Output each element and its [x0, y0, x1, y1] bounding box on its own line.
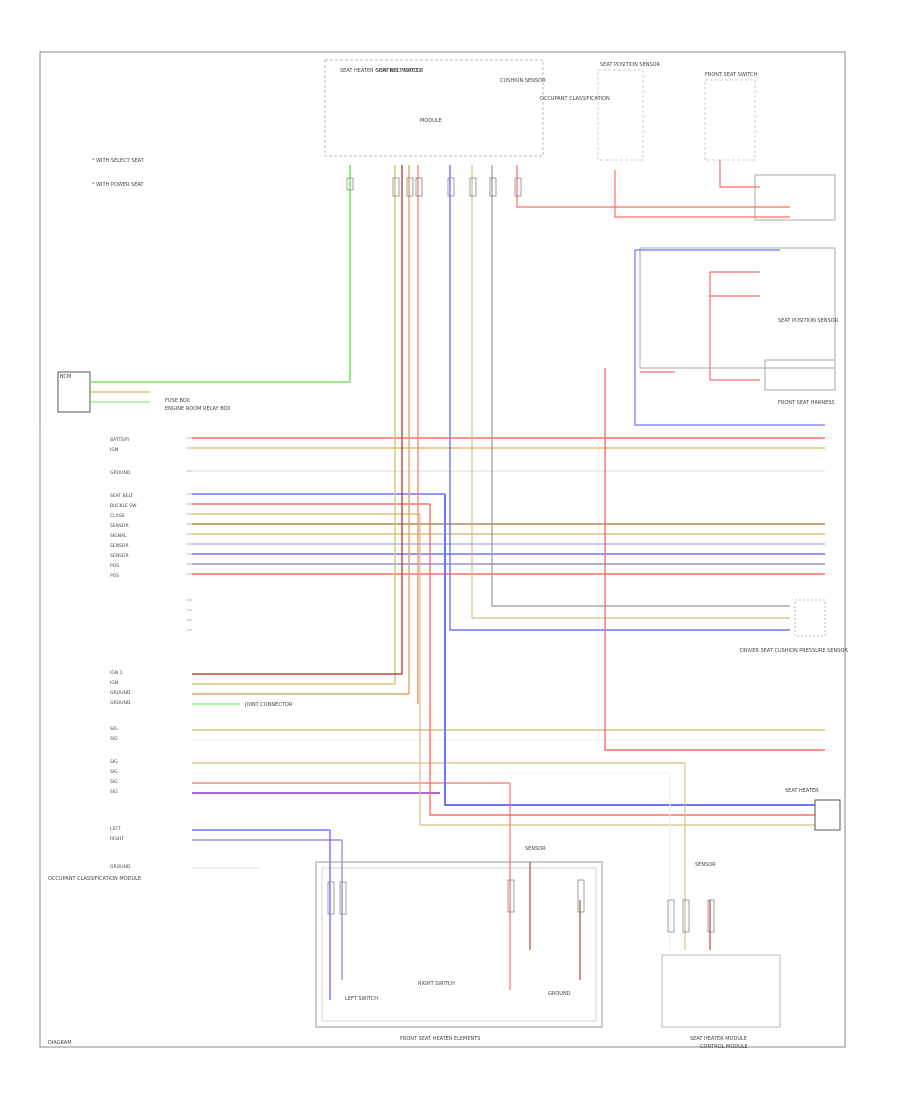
top-component-4: OCCUPANT CLASSIFICATION — [540, 96, 610, 102]
heater-elements-label: FRONT SEAT HEATER ELEMENTS — [400, 1036, 480, 1042]
fuse-box-label: FUSE BOX — [165, 398, 190, 404]
pin-label: SENSOR — [110, 523, 129, 529]
wire-red-top-1 — [516, 165, 790, 208]
pin-label: POS — [110, 563, 119, 569]
ground-label: GROUND — [548, 991, 571, 997]
pin-label: SIG — [110, 759, 118, 765]
main-module-label: OCCUPANT CLASSIFICATION MODULE — [48, 876, 141, 882]
wire-yellow-4 — [471, 165, 790, 619]
pin-label: IGN 1 — [110, 670, 123, 676]
pin-label: GROUND — [110, 700, 131, 706]
seat-position-label: SEAT POSITION SENSOR — [778, 318, 839, 324]
pin-label: IGN — [110, 680, 118, 686]
right-switch-label: RIGHT SWITCH — [418, 981, 455, 987]
top-right-box-1 — [597, 69, 644, 161]
pin-label: BATTERY — [110, 437, 130, 443]
wire-yellow-long — [419, 514, 815, 826]
connector-markers — [327, 177, 715, 933]
pin-label: CLASS — [110, 513, 125, 519]
control-module-label: CONTROL MODULE — [700, 1044, 748, 1050]
wire-blue-3 — [449, 165, 790, 631]
pressure-sensor-label: DRIVER SEAT CUSHION PRESSURE SENSOR — [740, 648, 848, 654]
wire-gray-1 — [491, 165, 790, 607]
left-sensor-label: SENSOR — [525, 846, 546, 852]
right-module-box — [814, 799, 841, 831]
wire-red-long — [429, 504, 815, 816]
pin-label: SENSOR — [110, 553, 129, 559]
top-component-5: SEAT POSITION SENSOR — [600, 62, 661, 68]
pin-label: SEAT BELT — [110, 493, 133, 499]
top-components-box — [324, 59, 544, 157]
note-2: * WITH POWER SEAT — [92, 182, 144, 188]
pin-label: SIG — [110, 736, 118, 742]
footer-code: DIAGRAM — [48, 1040, 72, 1046]
top-component-3: CUSHION SENSOR — [500, 78, 546, 84]
wire-red-top-3 — [719, 160, 760, 188]
bcm-label: BCM — [60, 374, 71, 380]
top-component-2: SEAT BELT SWITCH — [376, 68, 423, 74]
wire-red-relay-3 — [709, 272, 760, 381]
pin-label: SIG — [110, 779, 118, 785]
pin-label: GROUND — [110, 470, 131, 476]
heater-elements-box — [315, 861, 603, 1028]
right-module-label: SEAT HEATER — [785, 788, 819, 794]
heater-elements-inner — [321, 867, 597, 1022]
wire-green — [90, 165, 351, 383]
pin-label: GROUND — [110, 864, 131, 870]
seat-heater-module-label: SEAT HEATER MODULE — [690, 1036, 747, 1042]
relay-box-3 — [764, 359, 836, 391]
top-right-box-2 — [704, 79, 756, 161]
wire-red-top-2 — [614, 170, 790, 218]
top-component-1: SEAT HEATER CONTROL MODULE — [340, 68, 423, 74]
pin-label: SIG — [110, 789, 118, 795]
relay-box-1 — [754, 174, 836, 221]
pin-label: SIG — [110, 726, 118, 732]
right-sensor-label: SENSOR — [695, 862, 716, 868]
wire-blue-long — [444, 494, 815, 806]
pressure-sensor-box — [794, 599, 826, 637]
pin-label: SIGNAL — [110, 533, 127, 539]
left-switch-label: LEFT SWITCH — [345, 996, 378, 1002]
engine-room-label: ENGINE ROOM RELAY BOX — [165, 406, 231, 412]
pin-label: GROUND — [110, 690, 131, 696]
pin-label: RIGHT — [110, 836, 124, 842]
pin-label: SENSOR — [110, 543, 129, 549]
top-component-6: FRONT SEAT SWITCH — [705, 72, 758, 78]
pin-label: IGN — [110, 447, 118, 453]
wire-red-right — [604, 368, 825, 751]
right-connector-label: FRONT SEAT HARNESS — [778, 400, 835, 406]
pin-labels-block1: BATTERY IGN GROUND SEAT BELT BUCKLE SW C… — [110, 437, 137, 579]
pin-label: LEFT — [110, 826, 121, 832]
seat-heater-module-box — [661, 954, 781, 1028]
outer-frame — [39, 51, 846, 1048]
wire-blue-relay — [634, 250, 825, 426]
note-1: * WITH SELECT SEAT — [92, 158, 145, 164]
pin-label: POS — [110, 573, 119, 579]
relay-box-2 — [639, 247, 836, 369]
pin-label: SIG — [110, 769, 118, 775]
pin-ticks — [186, 437, 192, 631]
top-module-label: MODULE — [420, 118, 442, 124]
pin-labels-block2: IGN 1 IGN GROUND GROUND SIG SIG SIG SIG … — [110, 670, 131, 870]
joint-connector-label: JOINT CONNECTOR — [244, 702, 293, 708]
pin-label: BUCKLE SW — [110, 503, 137, 509]
